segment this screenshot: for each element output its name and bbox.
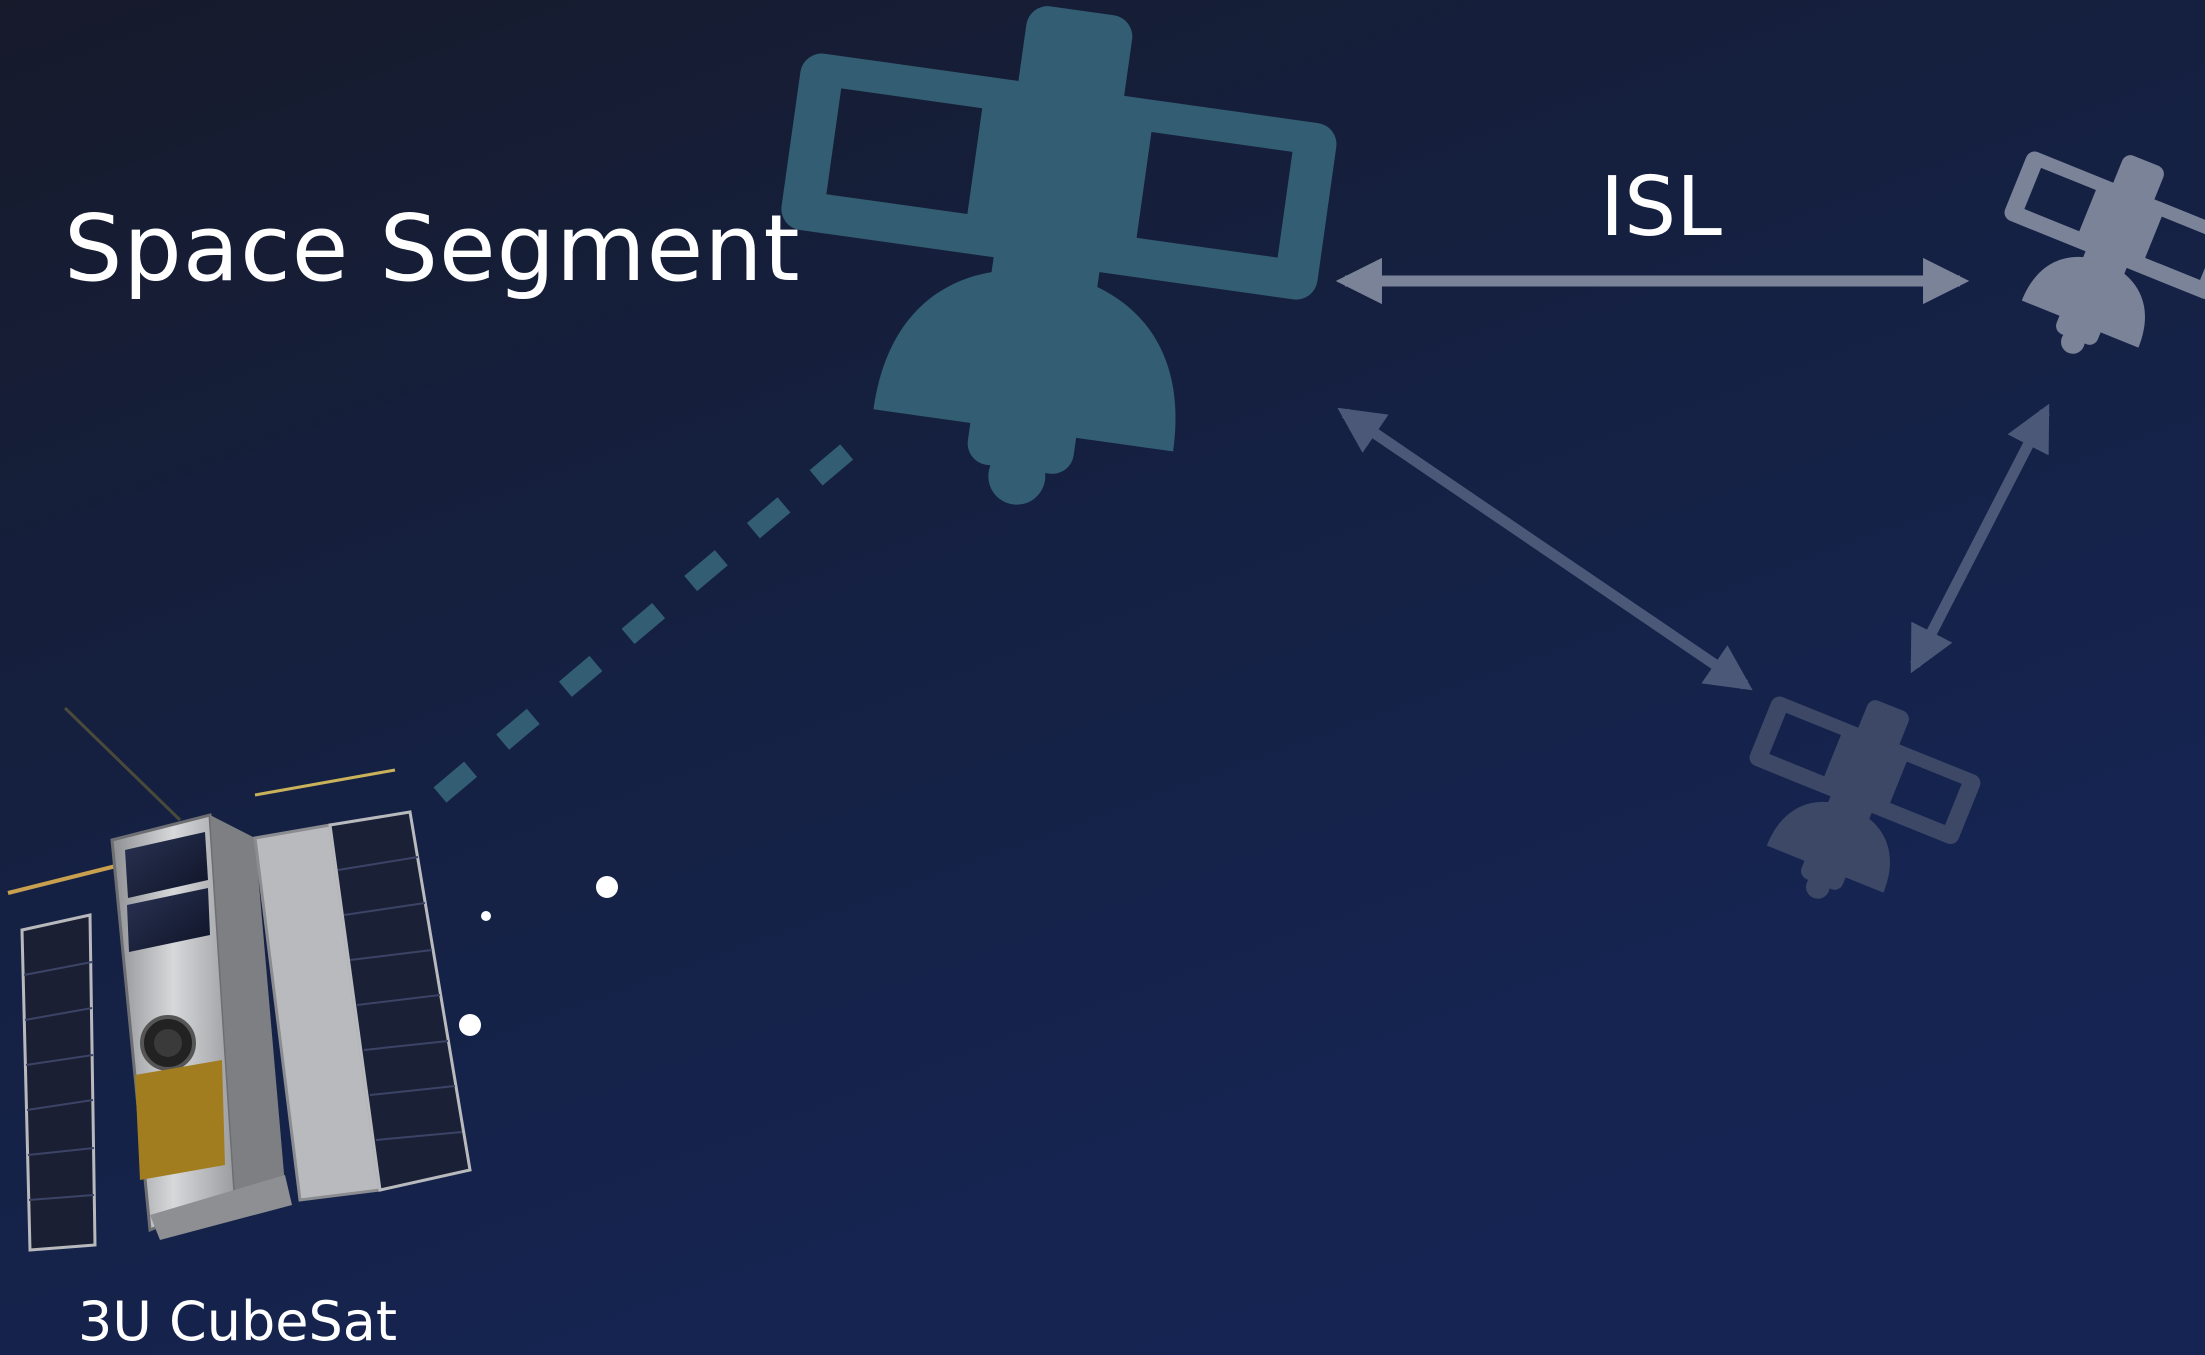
isl-arrow-right: [1910, 403, 2050, 674]
cubesat-uplink-dashed: [433, 437, 862, 803]
isl-label: ISL: [1600, 160, 1722, 255]
signal-dot: [481, 911, 491, 921]
isl-arrow-diagonal: [1337, 407, 1753, 691]
satellite-icon: [781, 6, 1337, 505]
signal-dot: [459, 1014, 481, 1036]
satellite-icon: [1749, 696, 1981, 899]
cubesat-illustration: [7, 706, 472, 1252]
page-title: Space Segment: [64, 195, 801, 302]
cubesat-label: 3U CubeSat: [78, 1290, 398, 1353]
signal-dot: [596, 876, 618, 898]
satellite-icon: [2004, 151, 2205, 354]
